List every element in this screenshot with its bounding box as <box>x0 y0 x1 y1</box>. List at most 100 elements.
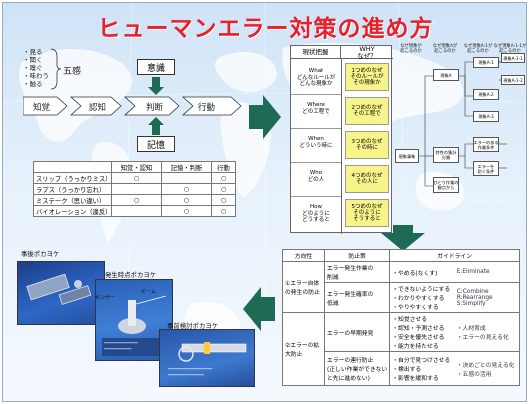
mark: ○ <box>210 205 237 217</box>
why-question-cell: What どんなルールが どんな現象か <box>296 68 336 87</box>
tree-node: エラーのある 作業条件 <box>473 137 499 152</box>
table-header: 記憶・判断 <box>160 161 212 173</box>
direction-cell: ①エラー自体の発生の防止 <box>282 261 325 313</box>
tree-node: 現象A-1-1 <box>501 53 525 63</box>
table-header <box>33 161 112 173</box>
guide-cell: ・知覚させる ・認知・予測させる ・安全を優先させる ・能力を持たせる <box>389 312 455 352</box>
poka-yoke-photo-before: ━━━━━━━━━━━━━━━━━━━━━ ━━━━━━━━━━━━━━━━━ <box>159 329 255 387</box>
row-label: ミステーク（思い違い） <box>33 194 112 206</box>
flow-step-judgement: 判断 <box>146 103 164 113</box>
measure-cell: エラー発生作業の 削減 <box>323 261 391 283</box>
tree-node: 特性の集計 分類 <box>433 147 459 163</box>
sense-item: ・触る <box>23 80 43 88</box>
arrow-left-icon <box>243 287 275 331</box>
why-answer-cell: 2つめのなぜ その工程で <box>345 97 389 125</box>
mark: ○ <box>210 183 237 195</box>
tree-header: なぜ現象が 起こるのか <box>400 44 422 54</box>
arrow-down-icon <box>381 225 425 251</box>
tree-header: なぜ現象A-1-1が 起こるのか <box>493 44 527 54</box>
why-header-status: 現状把握 <box>291 46 341 59</box>
mark: ○ <box>160 194 212 206</box>
tree-node: 現象A-1 <box>473 57 499 68</box>
why-answer-cell: 3つめのなぜ その時に <box>345 131 389 159</box>
tree-node: 現象A <box>433 69 459 81</box>
guideline-table: 方向性 防止策 ガイドライン ①エラー自体の発生の防止 エラー発生作業の 削減 … <box>282 249 520 386</box>
guide-cell: ・できないようにする ・わかりやすくする ・やりやすくする <box>389 282 455 313</box>
sense-item: ・見る <box>23 48 43 56</box>
svg-text:━━━━━━━━━━━━━: ━━━━━━━━━━━━━ <box>103 347 132 351</box>
arrow-right-icon <box>249 95 281 139</box>
table-row: ①エラー自体の発生の防止 エラー発生作業の 削減 ・やめる(なくす) E:Eli… <box>282 261 520 313</box>
fixture-image-icon <box>26 273 92 305</box>
row-label: ラプス（うっかり忘れ） <box>33 183 112 195</box>
photo-caption: 事後ポカヨケ <box>21 250 60 258</box>
svg-text:━━━━━━━━━━━━━━━━: ━━━━━━━━━━━━━━━━ <box>103 341 139 345</box>
mark <box>160 172 212 184</box>
note-cell: ・決めごとの見える化 ・五感の活用 <box>454 351 520 386</box>
tree-node: 現象A-2 <box>473 89 499 100</box>
mark: ○ <box>160 183 212 195</box>
sense-item: ・嗅ぐ <box>23 64 43 72</box>
memory-box: 記憶 <box>137 136 175 152</box>
flow-step-cognition: 認知 <box>89 103 107 113</box>
svg-text:━━━━━━━━━━━━━━━━━: ━━━━━━━━━━━━━━━━━ <box>167 373 205 377</box>
guide-cell: ・自分で見つけさせる ・検出する ・影響を緩和する <box>389 351 455 386</box>
tree-header: なぜ現象A-1が 起こるのか <box>463 44 493 54</box>
tree-connectors <box>419 58 507 187</box>
tree-node-root: 現象事象 <box>395 149 419 163</box>
why-question-cell: When どういう時に <box>299 136 333 149</box>
why-answer-cell: 4つめのなぜ その人に <box>345 165 389 193</box>
why-question-cell: Who どの人 <box>307 170 325 183</box>
note-cell: C:Combine R:Rearrange S:Simplify <box>454 282 520 313</box>
note-cell: E:Eliminate <box>454 261 520 283</box>
jig-device-icon: ━━━━━━━━━━━━━━━━━━━━━ ━━━━━━━━━━━━━━━━━ <box>167 342 247 377</box>
measure-cell: エラー発生確率の 低減 <box>323 282 391 313</box>
mark: ○ <box>210 172 237 184</box>
sense-item: ・聞く <box>23 56 43 64</box>
tree-header: なぜ現象Aが 起こるのか <box>432 44 458 54</box>
tree-node: 現象A-3 <box>473 111 499 122</box>
page-title: ヒューマンエラー対策の進め方 <box>97 16 434 42</box>
measure-cell: エラーの連行防止 (正しい作業ができない と先に進めない) <box>323 351 391 386</box>
photo-caption: 事前検討ポカヨケ <box>167 322 219 330</box>
recognize-box: 意識 <box>137 59 175 75</box>
table-row: バイオレーション（違反） ○ ○ <box>33 205 237 217</box>
tree-node: エラーを 防ぐ条件 <box>473 161 499 176</box>
why-question-cell: Where どの工程で <box>302 102 330 115</box>
mark: ○ <box>111 172 162 184</box>
mark: ○ <box>210 194 237 206</box>
brace-icon <box>50 48 62 90</box>
photo-caption: 発生時点ポカヨケ <box>105 271 157 279</box>
table-row: スリップ（うっかりミス） ○ ○ <box>33 172 237 184</box>
row-label: バイオレーション（違反） <box>33 205 112 217</box>
table-row: ミステーク（思い違い） ○ ○ ○ <box>33 194 237 206</box>
flow-step-perception: 知覚 <box>33 103 51 113</box>
why-answer-cell: 5つめのなぜ そのように そうすると <box>345 199 389 227</box>
poka-yoke-photo-occurrence: ━━━━━━━━━━━━━━━━ ━━━━━━━━━━━━━ <box>95 279 173 361</box>
mark <box>111 183 162 195</box>
poka-yoke-photo-after <box>17 261 105 325</box>
gokan-label: 五感 <box>63 67 82 77</box>
table-row: エラー発生確率の 低減 ・できないようにする ・わかりやすくする ・やりやすくす… <box>283 282 520 313</box>
sensor-label: センサー <box>95 295 116 301</box>
mark <box>111 205 162 217</box>
flow-arrows <box>23 77 242 135</box>
why-why-table: 現状把握 WHY なぜ？ What どんなルールが どんな現象か 1つめのなぜ そ… <box>290 45 393 234</box>
row-label: スリップ（うっかりミス） <box>33 172 112 184</box>
table-header: ガイドライン <box>389 249 520 262</box>
sensor-device-icon: ━━━━━━━━━━━━━━━━ ━━━━━━━━━━━━━ <box>102 295 168 356</box>
table-header: 行動 <box>210 161 237 173</box>
flow-step-action: 行動 <box>198 103 216 113</box>
error-type-table: 知覚・認知 記憶・判断 行動 スリップ（うっかりミス） ○ ○ ラプス（うっかり… <box>33 161 237 217</box>
why-header-why: WHY なぜ？ <box>341 46 393 59</box>
tree-node: 現象A-1-2 <box>501 75 525 85</box>
table-header: 知覚・認知 <box>111 161 162 173</box>
table-header: 防止策 <box>323 249 391 262</box>
mark: ○ <box>160 205 212 217</box>
table-row: エラーの連行防止 (正しい作業ができない と先に進めない) ・自分で見つけさせる… <box>283 351 520 386</box>
why-question-cell: How どのように どうすると <box>302 204 330 223</box>
why-answer-cell: 1つめのなぜ そのルールが その現象か <box>345 63 389 91</box>
svg-text:━━━━━━━━━━━━━━━━━━━━━: ━━━━━━━━━━━━━━━━━━━━━ <box>167 367 213 371</box>
tree-node: ひとり作業の 観点から <box>433 177 459 193</box>
sense-item: ・味わう <box>23 72 49 80</box>
